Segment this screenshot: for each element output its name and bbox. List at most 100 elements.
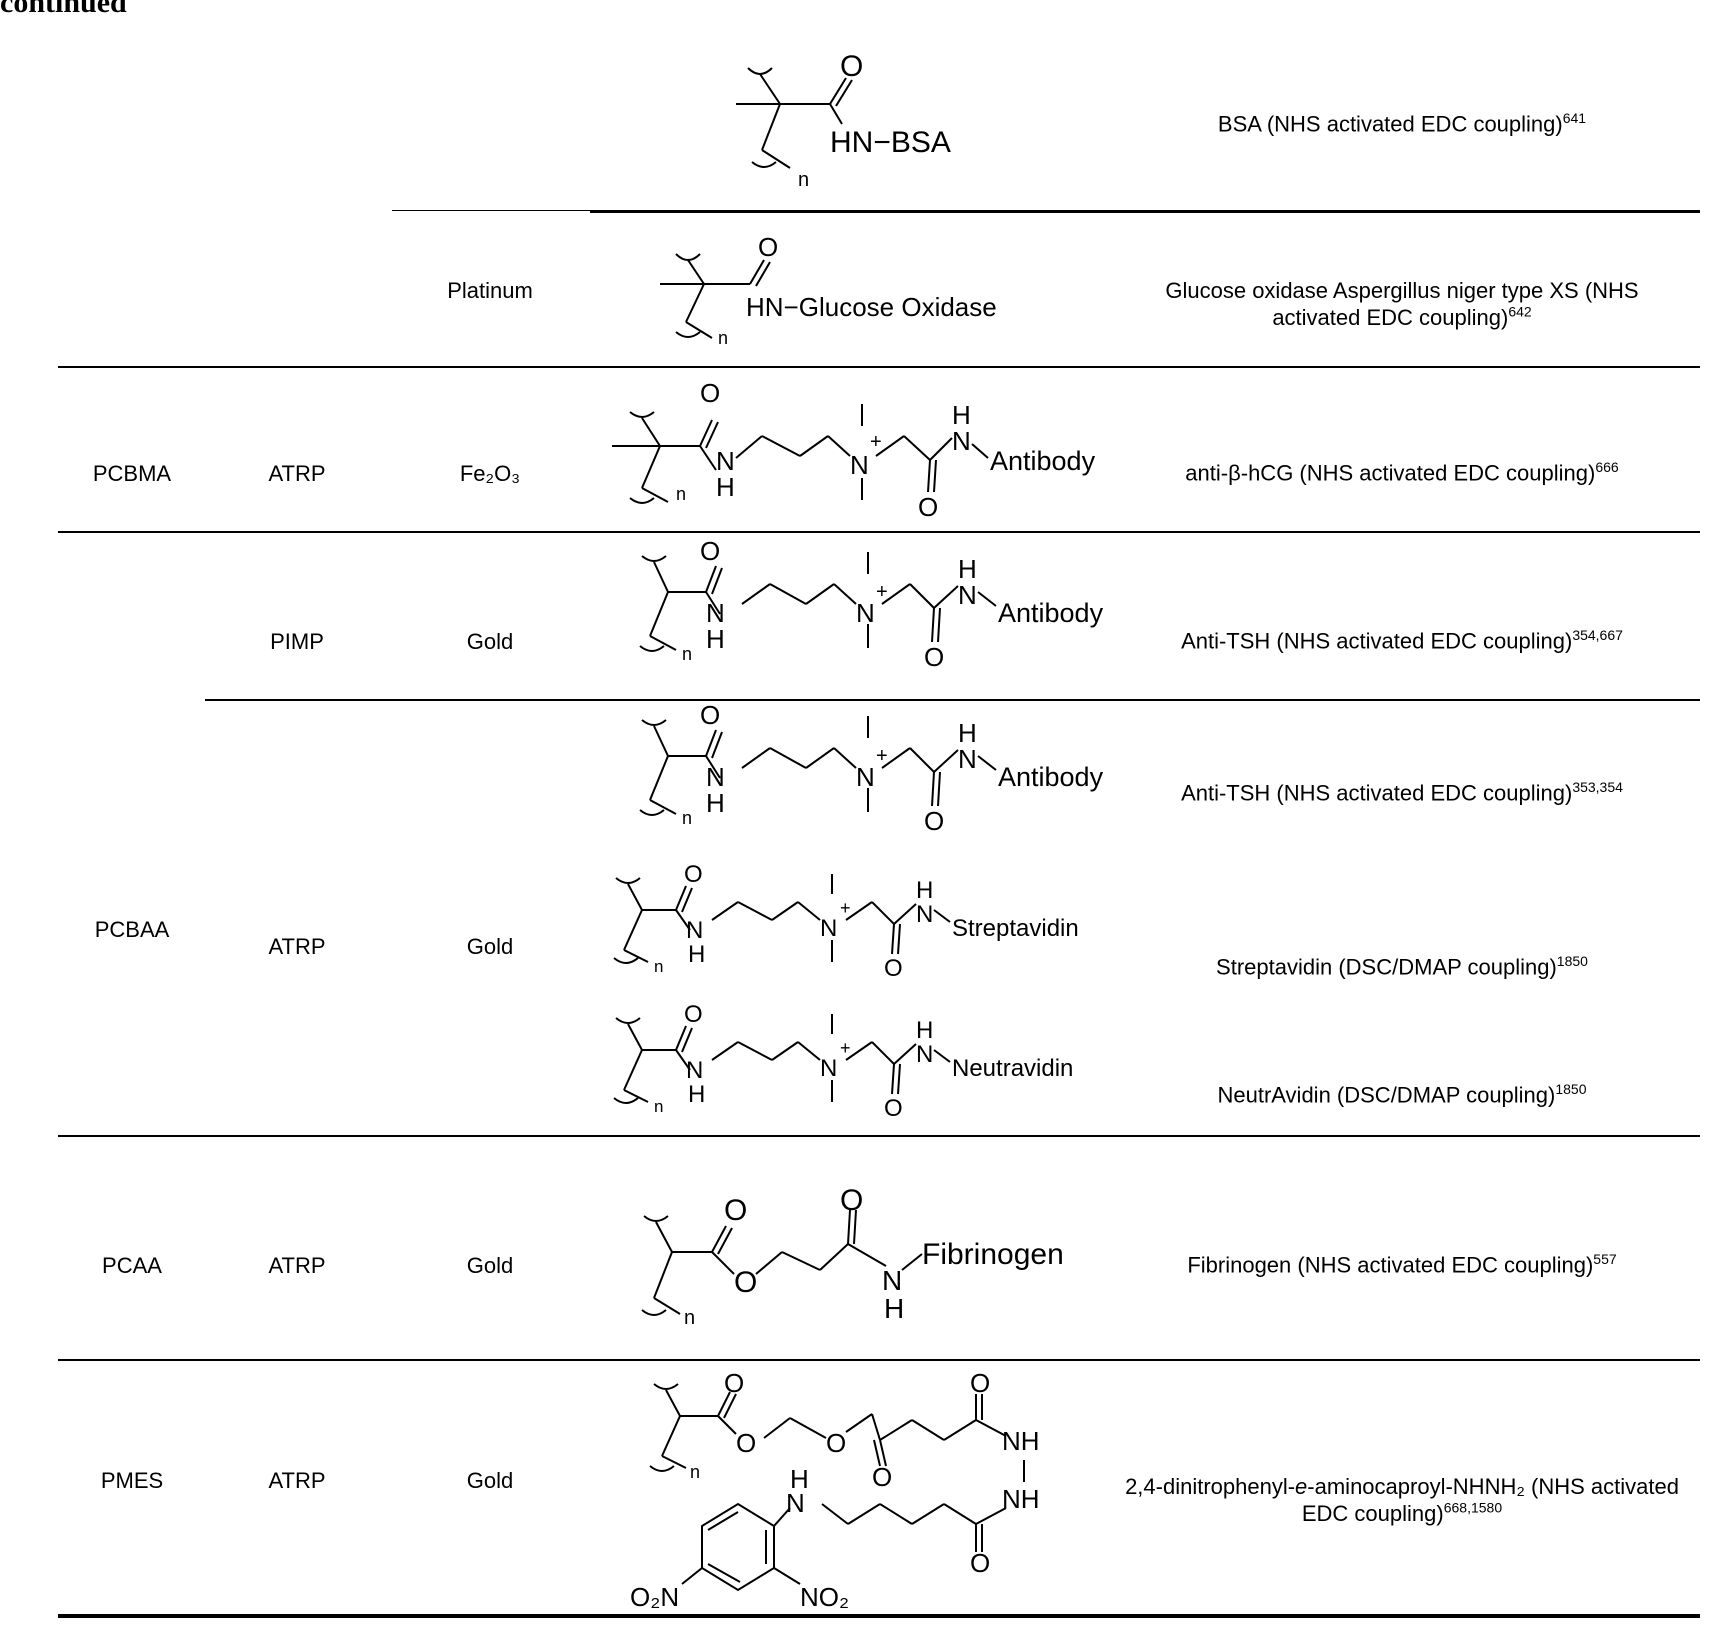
description-pcbma: anti-β-hCG (NHS activated EDC coupling)6… — [1185, 459, 1619, 486]
svg-text:O: O — [918, 492, 938, 522]
polymer-cell-pcbma: PCBMA — [92, 461, 172, 486]
polymer-cell-pmes: PMES — [100, 1468, 164, 1493]
svg-text:O: O — [970, 1368, 990, 1398]
description-fibrinogen: Fibrinogen (NHS activated EDC coupling)5… — [1187, 1251, 1617, 1278]
svg-text:H: H — [916, 877, 933, 904]
svg-text:O: O — [826, 1428, 846, 1458]
svg-text:N: N — [706, 598, 725, 628]
svg-text:Antibody: Antibody — [998, 762, 1104, 792]
description-bsa: BSA (NHS activated EDC coupling)641 — [1217, 110, 1587, 137]
svg-text:O: O — [734, 1266, 757, 1299]
row-divider-pcbma — [58, 531, 1700, 533]
svg-text:Fibrinogen: Fibrinogen — [922, 1238, 1064, 1271]
row-divider-bsa — [392, 210, 590, 211]
method-cell-pimp: PIMP — [270, 629, 324, 654]
svg-text:H: H — [958, 718, 977, 748]
svg-text:+: + — [840, 898, 851, 918]
svg-text:O: O — [736, 1428, 756, 1458]
description-streptavidin: Streptavidin (DSC/DMAP coupling)1850 — [1216, 953, 1588, 980]
svg-text:O: O — [700, 378, 720, 408]
description-neutravidin: NeutrAvidin (DSC/DMAP coupling)1850 — [1217, 1081, 1587, 1108]
svg-text:H: H — [716, 472, 735, 502]
svg-text:N: N — [958, 744, 977, 774]
method-cell-pmes: ATRP — [268, 1468, 326, 1493]
table-bottom-rule — [58, 1614, 1700, 1618]
row-divider-glucose — [58, 366, 1700, 368]
svg-text:O: O — [684, 861, 703, 888]
svg-text:+: + — [876, 581, 888, 603]
substrate-cell-platinum: Platinum — [447, 278, 533, 303]
svg-text:O₂N: O₂N — [630, 1582, 679, 1612]
svg-text:H: H — [916, 1017, 933, 1044]
svg-text:O: O — [924, 642, 944, 672]
svg-text:Streptavidin: Streptavidin — [952, 915, 1079, 942]
svg-text:HN−Glucose Oxidase: HN−Glucose Oxidase — [746, 292, 997, 322]
svg-text:O: O — [684, 1001, 703, 1028]
substrate-cell-pcaa: Gold — [466, 1253, 514, 1278]
svg-text:n: n — [690, 1462, 700, 1482]
substrate-cell-pmes: Gold — [466, 1468, 514, 1493]
svg-text:O: O — [872, 1462, 892, 1492]
svg-text:n: n — [684, 1307, 695, 1329]
substrate-cell-pcbaa-atrp: Gold — [466, 934, 514, 959]
svg-text:n: n — [682, 808, 692, 828]
row-divider-pcbaa — [58, 1135, 1700, 1137]
svg-text:Neutravidin: Neutravidin — [952, 1055, 1073, 1082]
svg-text:n: n — [676, 484, 686, 504]
svg-text:n: n — [718, 328, 728, 348]
svg-text:N: N — [850, 450, 869, 480]
svg-text:N: N — [686, 917, 703, 944]
svg-text:Antibody: Antibody — [998, 598, 1104, 628]
svg-text:O: O — [840, 1184, 863, 1217]
svg-text:H: H — [790, 1464, 809, 1494]
svg-text:N: N — [916, 901, 933, 928]
svg-text:O: O — [884, 1095, 903, 1122]
svg-text:n: n — [654, 957, 663, 976]
svg-text:N: N — [820, 1055, 837, 1082]
row-divider-pimp — [205, 699, 1700, 701]
svg-text:NO₂: NO₂ — [800, 1582, 849, 1612]
svg-text:N: N — [820, 915, 837, 942]
description-pmes: 2,4-dinitrophenyl-e-aminocaproyl-NHNH₂ (… — [1125, 1474, 1679, 1526]
substrate-cell-pimp: Gold — [466, 629, 514, 654]
svg-text:H: H — [952, 400, 971, 430]
table-continued-heading: continued — [0, 0, 127, 19]
svg-text:O: O — [724, 1368, 744, 1398]
svg-text:n: n — [654, 1097, 663, 1116]
svg-text:N: N — [856, 762, 875, 792]
svg-text:HN−BSA: HN−BSA — [830, 126, 951, 159]
svg-text:O: O — [924, 806, 944, 836]
svg-text:O: O — [724, 1194, 747, 1227]
svg-text:O: O — [758, 232, 778, 262]
svg-text:N: N — [952, 426, 971, 456]
method-cell-pcbma: ATRP — [268, 461, 326, 486]
svg-text:n: n — [682, 644, 692, 664]
svg-text:+: + — [876, 745, 888, 767]
polymer-cell-pcbaa: PCBAA — [94, 917, 170, 942]
svg-text:N: N — [686, 1057, 703, 1084]
substrate-cell-pcbma: Fe₂O₃ — [459, 461, 521, 486]
method-cell-pcaa: ATRP — [268, 1253, 326, 1278]
svg-text:N: N — [916, 1041, 933, 1068]
svg-text:H: H — [884, 1293, 904, 1324]
svg-text:H: H — [688, 941, 705, 968]
method-cell-pcbaa-atrp: ATRP — [268, 934, 326, 959]
svg-text:N: N — [716, 446, 735, 476]
svg-text:H: H — [958, 554, 977, 584]
svg-text:+: + — [840, 1038, 851, 1058]
svg-text:NH: NH — [1002, 1484, 1040, 1514]
polymer-cell-pcaa: PCAA — [102, 1253, 162, 1278]
description-pimp: Anti-TSH (NHS activated EDC coupling)354… — [1181, 627, 1623, 654]
svg-text:O: O — [700, 700, 720, 730]
svg-text:O: O — [840, 50, 863, 83]
svg-text:O: O — [700, 536, 720, 566]
svg-text:N: N — [882, 1265, 902, 1296]
svg-text:H: H — [706, 788, 725, 818]
